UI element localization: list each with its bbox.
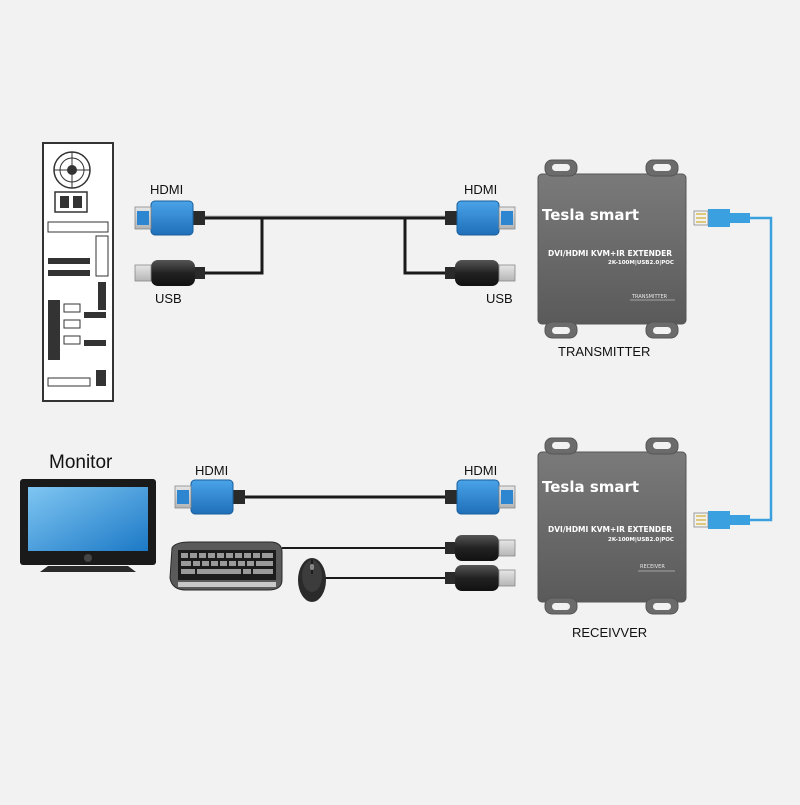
tx-usb-connector xyxy=(444,259,516,287)
pc-tower xyxy=(42,142,114,402)
transmitter-device: Tesla smart DVI/HDMI KVM+IR EXTENDER 2K-… xyxy=(537,159,687,339)
rx-brand: Tesla smart xyxy=(542,478,639,496)
rx-hdmi-connector xyxy=(444,479,516,515)
keyboard xyxy=(169,541,283,591)
tx-brand: Tesla smart xyxy=(542,206,639,224)
pc-usb-connector xyxy=(134,259,206,287)
tx-subtitle: 2K-100M|USB2.0|POC xyxy=(608,260,674,266)
pc-hdmi-connector xyxy=(134,200,206,236)
monitor-hdmi-label: HDMI xyxy=(195,463,229,478)
tx-hdmi-label: HDMI xyxy=(464,182,498,197)
pc-hdmi-label: HDMI xyxy=(150,182,184,197)
rx-hdmi-label: HDMI xyxy=(464,463,498,478)
receiver-label: RECEIVVER xyxy=(572,625,648,640)
rx-subtitle: 2K-100M|USB2.0|POC xyxy=(608,537,674,543)
rx-tag: RECEIVER xyxy=(640,564,665,570)
tx-cables xyxy=(205,216,450,275)
monitor-hdmi-connector xyxy=(174,479,246,515)
monitor-label: Monitor xyxy=(49,452,113,473)
tx-tag: TRANSMITTER xyxy=(631,294,668,300)
monitor xyxy=(20,479,156,572)
mouse xyxy=(298,558,326,602)
pc-usb-label: USB xyxy=(155,291,182,306)
tx-hdmi-connector xyxy=(444,200,516,236)
transmitter-label: TRANSMITTER xyxy=(558,344,651,359)
tx-usb-label: USB xyxy=(486,291,513,306)
rx-title: DVI/HDMI KVM+IR EXTENDER xyxy=(548,525,672,534)
receiver-device: Tesla smart DVI/HDMI KVM+IR EXTENDER 2K-… xyxy=(537,437,687,615)
network-cable xyxy=(693,208,773,530)
tx-title: DVI/HDMI KVM+IR EXTENDER xyxy=(548,249,672,258)
keyboard-usb-connector xyxy=(444,534,516,562)
power-socket-icon xyxy=(54,191,88,213)
mouse-usb-connector xyxy=(444,564,516,592)
